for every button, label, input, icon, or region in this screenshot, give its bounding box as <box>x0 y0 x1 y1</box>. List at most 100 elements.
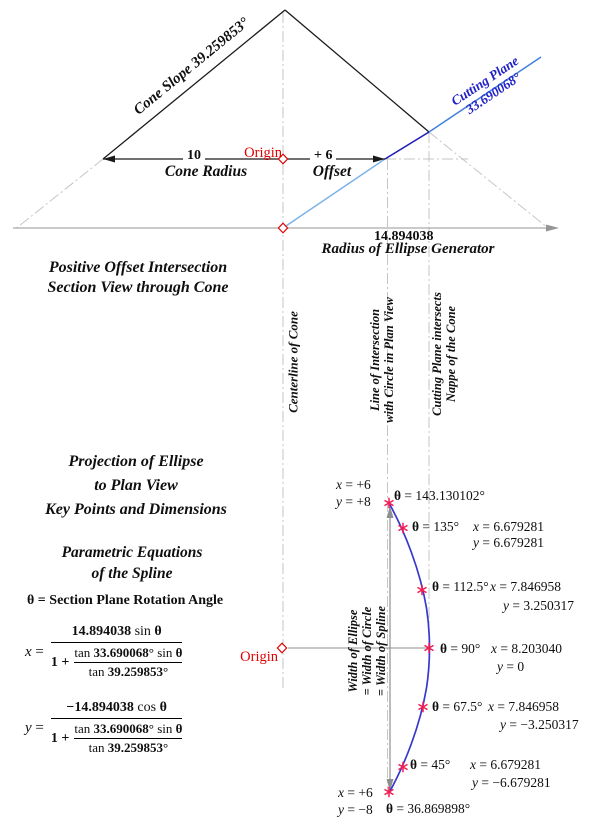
y-subfraction-denominator: tan 39.259853° <box>88 740 169 755</box>
key-point-marker <box>384 786 394 798</box>
key-point-4-y: y = −3.250317 <box>500 717 579 732</box>
x-subfraction-denominator: tan 39.259853° <box>88 664 169 679</box>
key-point-5-theta: θ = 45° <box>410 757 451 772</box>
key-point-marker <box>398 761 408 773</box>
x-equation-lhs: x = <box>25 643 44 660</box>
cutting-plane-middle <box>384 131 430 160</box>
centerline-label: Centerline of Cone <box>285 311 301 413</box>
up-arrowhead <box>386 506 394 518</box>
cutting-plane-line <box>282 56 542 229</box>
line-of-intersection-label-line1: Line of Intersection <box>368 308 382 412</box>
key-point-y-value: y = +8 <box>336 494 371 509</box>
y-equation-denominator: 1 + tan 33.690068° sin θ tan 39.259853° <box>50 721 183 756</box>
offset-label: Offset <box>312 163 352 180</box>
key-point-1-theta: θ = 135° <box>412 519 460 534</box>
plan-view-title-line3: Key Points and Dimensions <box>45 501 227 518</box>
key-point-3-theta: θ = 90° <box>440 641 481 656</box>
key-point-6-xy: x = +6 y = −8 <box>338 784 373 818</box>
key-point-marker <box>384 497 394 509</box>
y-equation-numerator: −14.894038 cos θ <box>66 700 167 715</box>
cone-right-slant-hidden <box>428 131 549 229</box>
generator-label: Radius of Ellipse Generator <box>321 241 495 257</box>
right-arrowhead <box>373 155 385 163</box>
nappe-label: Cutting Plane intersects Nappe of the Co… <box>430 292 458 416</box>
x-equation-subfraction: tan 33.690068° sin θ tan 39.259853° <box>74 645 183 680</box>
key-point-x-value: x = +6 <box>336 477 371 492</box>
key-point-x-value: x = +6 <box>338 785 373 800</box>
fraction-bar <box>74 662 183 663</box>
width-dimension-arrow <box>386 506 394 791</box>
key-point-3-x: x = 8.203040 <box>491 641 562 656</box>
x-subfraction-numerator: tan 33.690068° sin θ <box>74 645 183 660</box>
width-equality-label: Width of Ellipse = Width of Circle = Wid… <box>346 606 388 696</box>
parametric-equations-title-line2: of the Spline <box>91 565 173 582</box>
nappe-label-line2: Nappe of the Cone <box>444 305 458 403</box>
y-equation-lhs: y = <box>25 719 44 736</box>
key-point-3-y: y = 0 <box>497 659 525 674</box>
origin-label-plan: Origin <box>240 649 278 665</box>
key-point-marker <box>417 584 427 596</box>
generator-value: 14.894038 <box>374 229 434 244</box>
width-label-line1: Width of Ellipse <box>346 609 360 693</box>
left-arrowhead <box>103 155 115 163</box>
y-equation-subfraction: tan 33.690068° sin θ tan 39.259853° <box>74 721 183 756</box>
key-point-2-theta: θ = 112.5° <box>432 579 489 594</box>
origin-marker-base <box>277 222 289 234</box>
cone-left-slant <box>102 9 286 160</box>
section-view-title-line1: Positive Offset Intersection <box>48 259 228 276</box>
key-point-y-value: y = −8 <box>338 802 373 817</box>
fraction-bar <box>50 718 183 719</box>
parametric-equations-title: Parametric Equations of the Spline <box>6 542 258 584</box>
y-equation-fraction: −14.894038 cos θ 1 + tan 33.690068° sin … <box>50 700 183 756</box>
key-point-6-theta: θ = 36.869898° <box>386 801 471 816</box>
cutting-plane-lower <box>282 158 386 229</box>
section-view-title-line2: Section View through Cone <box>47 279 229 296</box>
key-point-0-xy: x = +6 y = +8 <box>336 476 371 510</box>
x-equation-numerator: 14.894038 sin θ <box>71 624 162 639</box>
origin-label-top: Origin <box>244 145 282 161</box>
theta-definition: θ = Section Plane Rotation Angle <box>27 593 224 608</box>
key-point-5-x: x = 6.679281 <box>470 757 541 772</box>
y-equation: y = −14.894038 cos θ 1 + tan 33.690068° … <box>25 700 183 756</box>
cone-radius-value: 10 <box>183 148 205 165</box>
parametric-equations-title-line1: Parametric Equations <box>61 544 203 561</box>
key-point-marker <box>424 642 434 654</box>
origin-marker-top <box>277 153 289 165</box>
plan-view-title-line1: Projection of Ellipse <box>68 453 204 470</box>
fraction-bar <box>50 642 183 643</box>
width-label-line3: = Width of Spline <box>374 605 388 697</box>
y-subfraction-numerator: tan 33.690068° sin θ <box>74 721 183 736</box>
key-point-4-x: x = 7.846958 <box>488 699 559 714</box>
cone-right-slant <box>284 9 430 133</box>
key-point-4-theta: θ = 67.5° <box>432 699 483 714</box>
fraction-bar <box>74 738 183 739</box>
line-of-intersection-label-line2: with Circle in Plan View <box>382 297 396 423</box>
width-label-line2: = Width of Circle <box>360 606 374 696</box>
cone-left-slant-hidden <box>13 158 104 231</box>
key-point-5-y: y = −6.679281 <box>472 775 551 790</box>
plan-view-title: Projection of Ellipse to Plan View Key P… <box>5 450 267 522</box>
section-view-title: Positive Offset Intersection Section Vie… <box>7 258 269 298</box>
key-point-1-x: x = 6.679281 <box>473 519 544 534</box>
right-arrowhead <box>546 224 559 232</box>
key-point-markers <box>384 497 434 798</box>
x-equation-denominator: 1 + tan 33.690068° sin θ tan 39.259853° <box>50 645 183 680</box>
key-point-marker <box>418 701 428 713</box>
origin-marker-plan <box>276 642 288 654</box>
x-equation: x = 14.894038 sin θ 1 + tan 33.690068° s… <box>25 624 183 680</box>
nappe-label-line1: Cutting Plane intersects <box>430 292 444 416</box>
offset-value: + 6 <box>310 148 337 165</box>
key-point-1-y: y = 6.679281 <box>473 535 544 550</box>
line-of-intersection-label: Line of Intersection with Circle in Plan… <box>368 297 396 423</box>
cone-radius-label: Cone Radius <box>164 163 248 180</box>
key-point-2-y: y = 3.250317 <box>503 598 574 613</box>
origin-markers <box>276 153 289 654</box>
key-point-2-x: x = 7.846958 <box>490 579 561 594</box>
cone-outline <box>13 9 549 231</box>
key-point-0-theta: θ = 143.130102° <box>394 488 485 503</box>
key-point-marker <box>398 522 408 534</box>
construction-lines <box>282 12 468 795</box>
plan-view-title-line2: to Plan View <box>94 477 178 494</box>
